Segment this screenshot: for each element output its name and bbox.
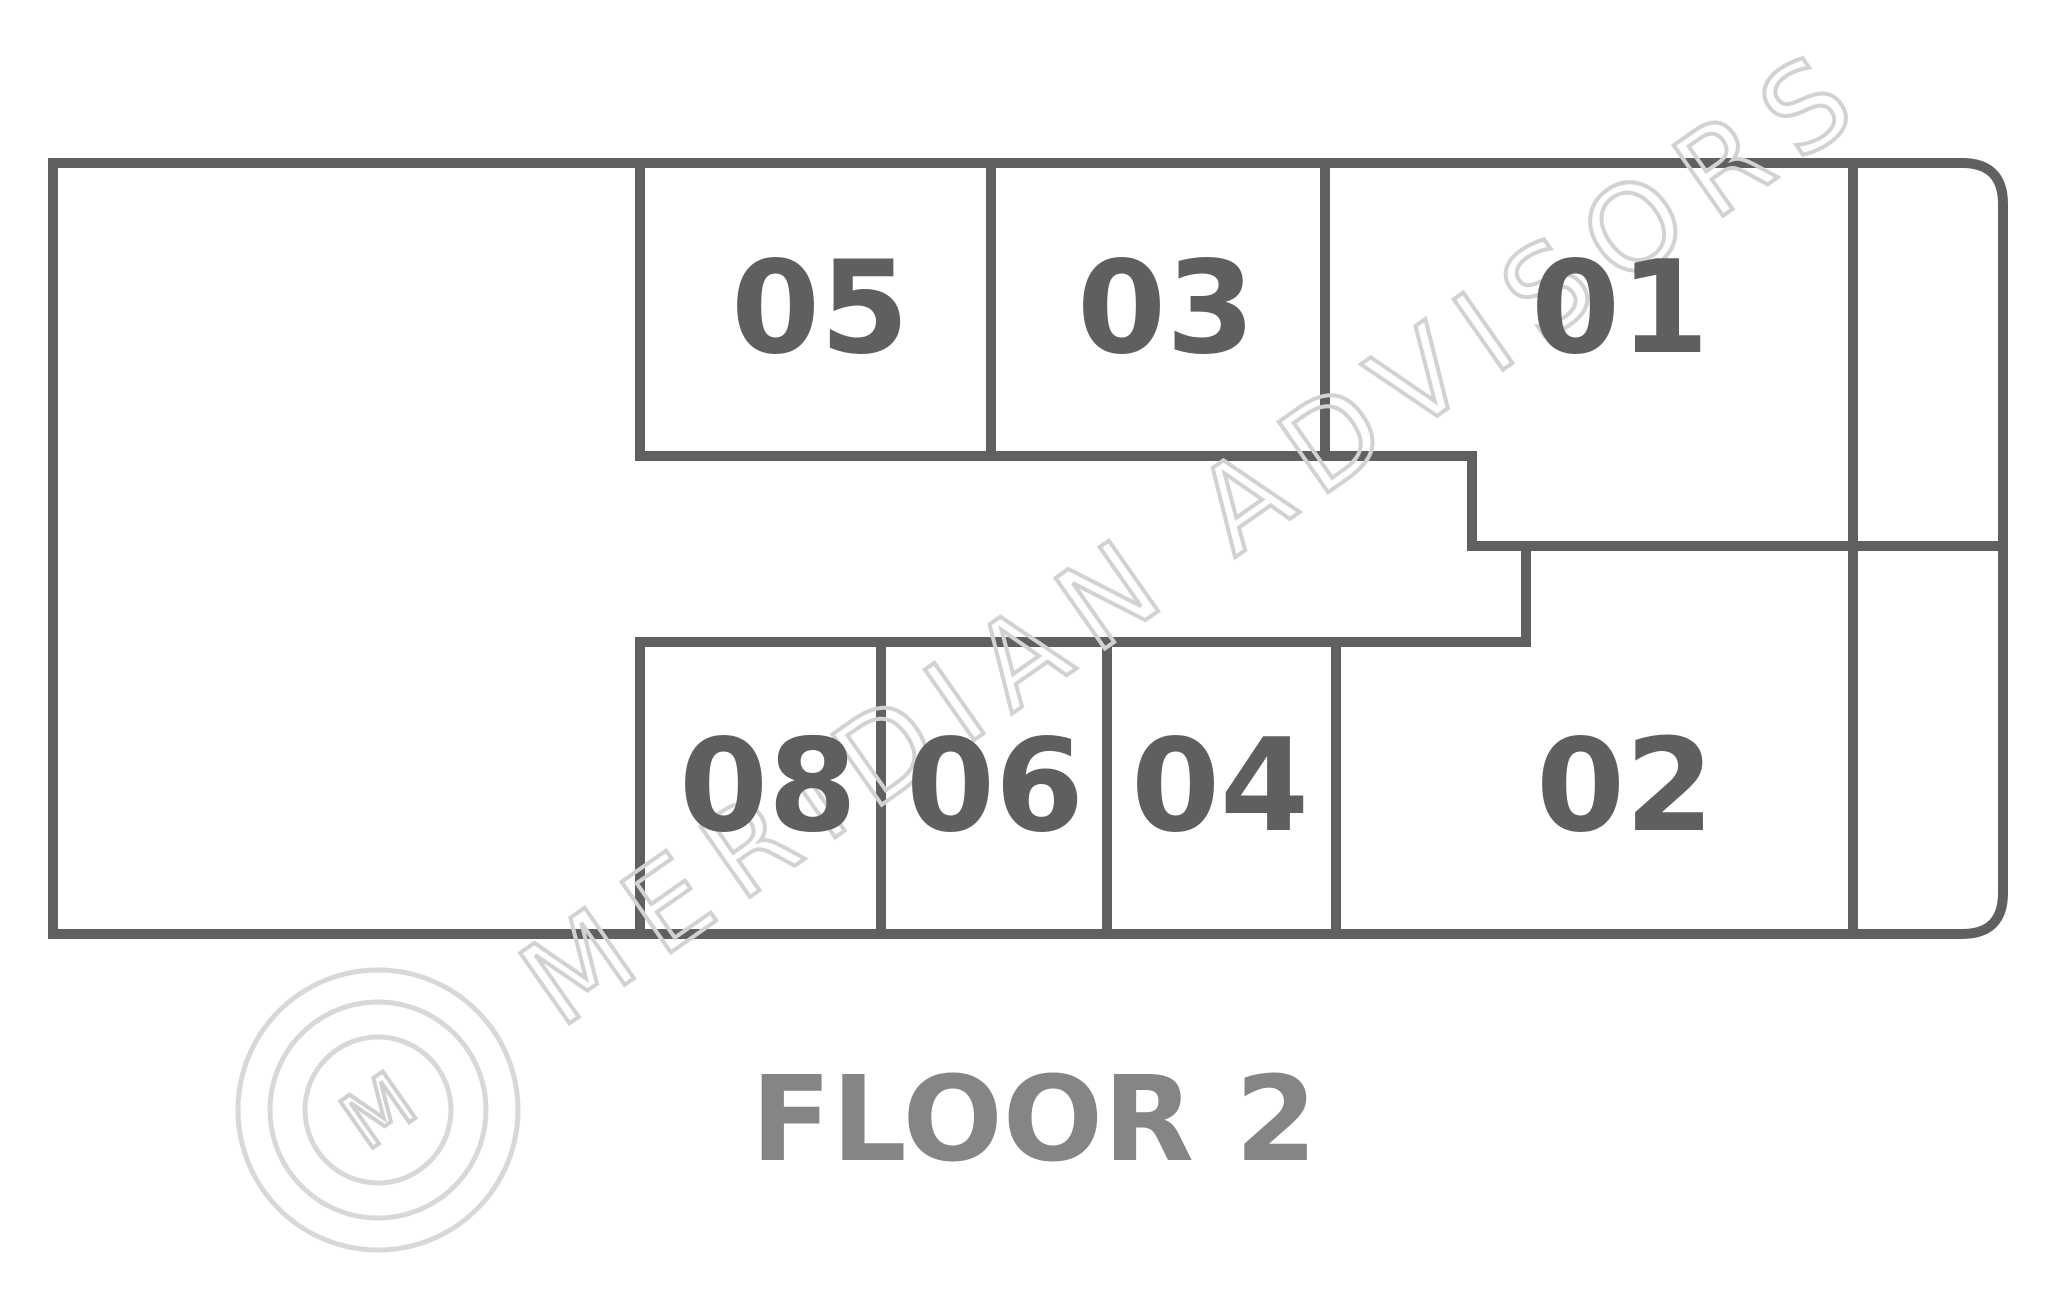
unit-02-label: 02 [1536,712,1714,861]
unit-08-label: 08 [679,712,857,861]
watermark-logo: M [235,967,521,1253]
unit-05-label: 05 [731,234,909,383]
watermark-ring-middle [267,999,489,1221]
unit-06-label: 06 [906,712,1084,861]
upper-units-block [635,163,1858,551]
lower-units-block [635,546,1531,934]
building-outline [48,158,2008,939]
watermark-ring-outer [235,967,521,1253]
watermark-text: MERIDIAN ADVISORS [497,17,1894,1053]
unit-01-label: 01 [1531,234,1709,383]
watermark-monogram: M [326,1055,433,1167]
unit-04-label: 04 [1131,712,1309,861]
watermark-ring-inner [302,1034,454,1186]
floor-title: FLOOR 2 [751,1050,1317,1188]
unit-03-label: 03 [1077,234,1255,383]
